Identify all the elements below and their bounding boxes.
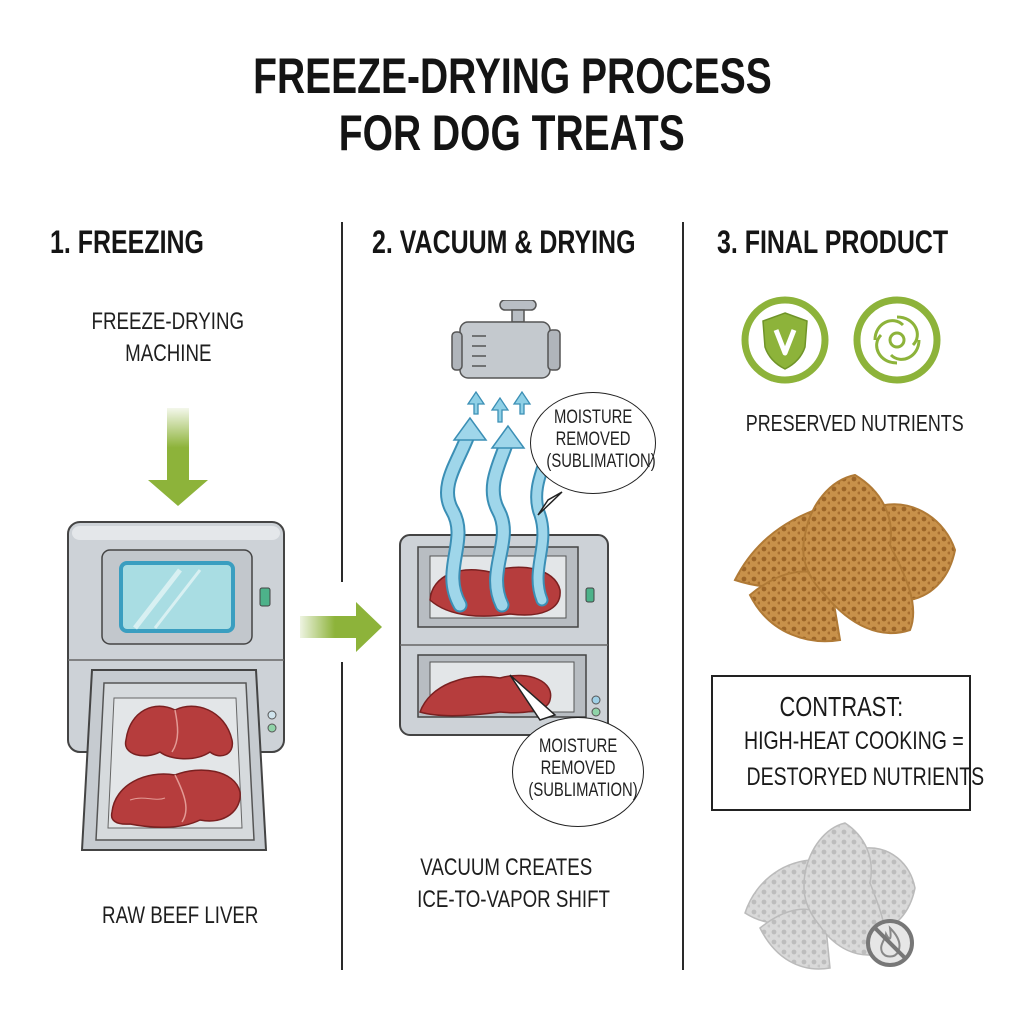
raw-beef-liver-caption: RAW BEEF LIVER: [101, 902, 259, 929]
column-divider-1: [341, 222, 343, 582]
step-2-heading: 2. VACUUM & DRYING: [372, 224, 636, 260]
freezing-illustration: [67, 408, 382, 851]
bubble-bottom-tail: [509, 674, 557, 721]
column-divider-1-lower: [341, 662, 343, 970]
cooked-treats-gray: [744, 822, 916, 970]
small-up-arrows: [466, 390, 532, 423]
step-3-heading: 3. FINAL PRODUCT: [717, 224, 949, 260]
page-title-line2: FOR DOG TREATS: [339, 105, 685, 161]
contrast-heading: CONTRAST:: [779, 691, 903, 722]
machine-label: FREEZE-DRYING MACHINE: [91, 308, 245, 367]
freeze-dried-treats: [733, 473, 957, 643]
column-divider-2: [682, 222, 684, 970]
nutrient-icons: [741, 296, 941, 384]
contrast-line-2: HIGH-HEAT COOKING =: [743, 727, 964, 755]
page-title-line1: FREEZE-DRYING PROCESS: [252, 48, 772, 104]
no-fire-icon: [866, 919, 914, 967]
contrast-line-3: DESTORYED NUTRIENTS: [746, 763, 985, 791]
vacuum-drying-illustration: [399, 300, 609, 736]
down-arrow-icon: [148, 408, 208, 506]
vacuum-caption: VACUUM CREATES ICE-TO-VAPOR SHIFT: [417, 854, 610, 913]
step-1-heading: 1. FREEZING: [50, 224, 204, 260]
right-arrow-icon: [300, 602, 382, 652]
contrast-box: CONTRAST: HIGH-HEAT COOKING = DESTORYED …: [711, 675, 985, 811]
preserved-nutrients-label: PRESERVED NUTRIENTS: [745, 410, 964, 436]
vapor-waves: [440, 422, 553, 613]
vacuum-pump-icon: [451, 300, 561, 379]
speech-bubble-top: MOISTURE REMOVED (SUBLIMATION): [530, 392, 656, 494]
swirl-icon: [853, 296, 941, 384]
shield-v-icon: [741, 296, 829, 384]
speech-bubble-bottom: MOISTURE REMOVED (SUBLIMATION): [512, 717, 644, 827]
vapor-arrowheads: [452, 416, 526, 449]
raw-beef-liver: [110, 705, 241, 829]
